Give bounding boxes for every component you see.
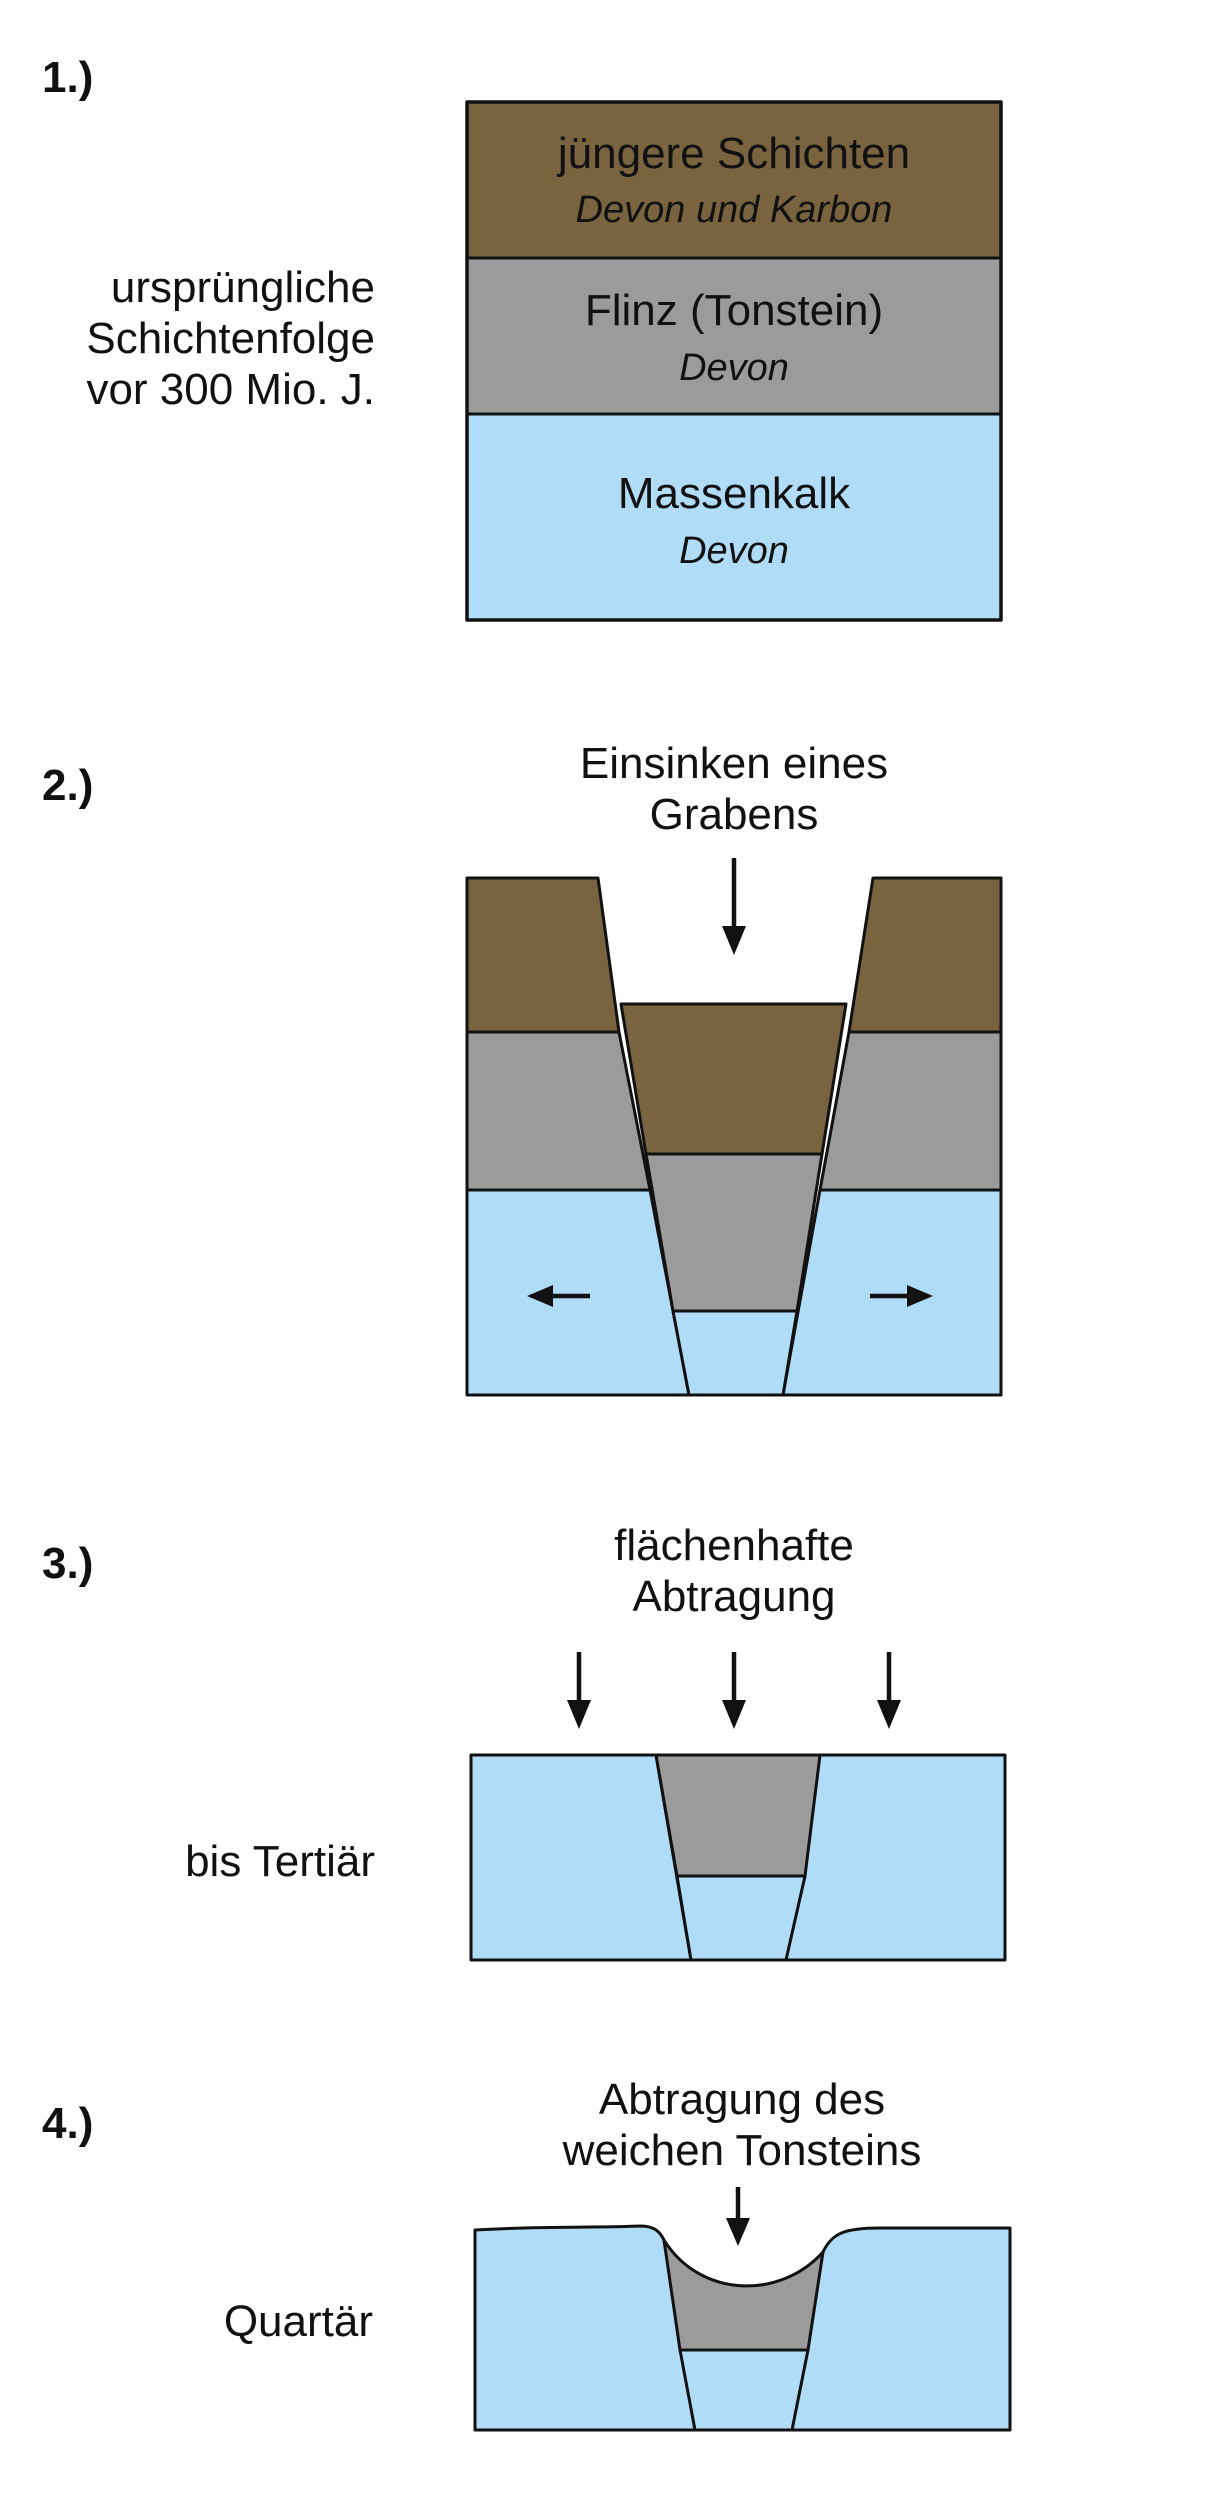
layer-younger-name: jüngere Schichten [556,129,910,178]
step-4: 4.) Abtragung des weichen Tonsteins Quar… [42,2075,1012,2432]
graben-flinz [644,1152,824,1313]
left-block-massenkalk [465,1188,691,1397]
arrow-right-icon [870,1285,933,1307]
graben-massenkalk [671,1309,799,1397]
layer-flinz-name: Flinz (Tonstein) [585,286,883,335]
layer-younger-age: Devon und Karbon [576,189,893,231]
graben-massenkalk [678,2348,810,2432]
arrow-down-icon [877,1652,901,1729]
left-block-flinz [465,1030,652,1192]
right-block-massenkalk [790,2226,1012,2432]
arrow-left-icon [527,1285,590,1307]
right-block-flinz [818,1030,1003,1192]
valley-flinz [662,2238,825,2352]
right-block-massenkalk [784,1753,1007,1962]
arrow-down-icon [722,858,746,955]
layer-younger [465,100,1003,260]
left-block-massenkalk [469,1753,693,1962]
left-block-younger [465,876,621,1034]
layer-flinz [465,256,1003,416]
heading-line-1: flächenhafte [614,1521,854,1570]
arrow-down-icon [567,1652,591,1729]
heading-line-1: Abtragung des [599,2075,885,2124]
right-block-younger [847,876,1003,1034]
graben-flinz [654,1753,822,1878]
left-block-massenkalk [473,2224,697,2432]
heading-line-1: Einsinken eines [580,739,888,788]
step-3: 3.) flächenhafte Abtragung bis Tertiär [42,1521,1007,1962]
heading-line-2: Abtragung [632,1572,835,1621]
side-label: Quartär [224,2297,373,2346]
step-number: 2.) [42,761,93,810]
heading-line-2: Grabens [650,790,819,839]
layer-flinz-age: Devon [679,347,789,389]
graben-younger [619,1002,848,1156]
side-label-line-2: Schichtenfolge [86,314,375,363]
side-label-line-1: ursprüngliche [111,263,375,312]
step-number: 3.) [42,1539,93,1588]
step-2: 2.) Einsinken eines Grabens [42,739,1003,1397]
layer-massenkalk-name: Massenkalk [618,469,851,518]
graben-massenkalk [675,1874,807,1962]
side-label: bis Tertiär [185,1837,375,1886]
right-block-massenkalk [781,1188,1003,1397]
layer-massenkalk-age: Devon [679,530,789,572]
heading-line-2: weichen Tonsteins [562,2126,922,2175]
arrow-down-icon [726,2187,750,2246]
step-1: 1.) ursprüngliche Schichtenfolge vor 300… [42,53,1003,622]
side-label-line-3: vor 300 Mio. J. [86,365,375,414]
step-number: 4.) [42,2099,93,2148]
step-number: 1.) [42,53,93,102]
column-frame [465,100,1003,622]
layer-massenkalk [465,412,1003,622]
arrow-down-icon [722,1652,746,1729]
